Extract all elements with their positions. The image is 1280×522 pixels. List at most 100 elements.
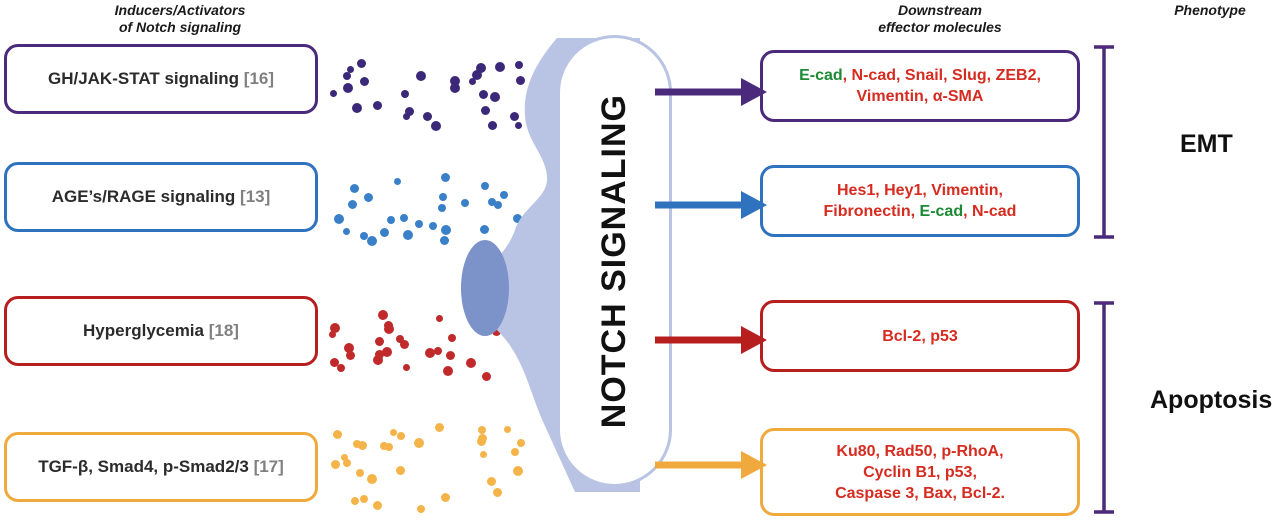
bracket-emt — [1094, 45, 1114, 239]
ligand-dot — [488, 120, 498, 130]
ligand-dot — [500, 191, 509, 200]
ligand-dot — [440, 493, 450, 503]
ligand-dot — [503, 425, 511, 433]
ligand-dot — [373, 101, 383, 111]
bracket-apoptosis — [1094, 301, 1114, 514]
effector-token: Vimentin, α-SMA — [856, 88, 984, 105]
effector-token: Fibronectin, — [823, 203, 920, 220]
ligand-dot — [442, 365, 453, 376]
arrow-age-rage — [655, 191, 767, 219]
ligand-dot — [381, 347, 392, 358]
ligand-dot — [450, 83, 461, 94]
effector-box-apoptosis-1[interactable]: Bcl-2, p53 — [760, 300, 1080, 372]
ligand-dot — [402, 364, 410, 372]
ligand-dot — [476, 62, 487, 73]
reference-17: [17] — [253, 457, 284, 476]
inducer-box-gh-jak-stat[interactable]: GH/JAK-STAT signaling [16] — [4, 44, 318, 114]
inducer-box-age-rage[interactable]: AGE’s/RAGE signaling [13] — [4, 162, 318, 232]
ligand-dot — [446, 350, 456, 360]
ligand-dot — [477, 436, 487, 446]
ligand-dot — [341, 453, 349, 461]
ligand-dot — [492, 326, 502, 336]
effector-token: E-cad — [799, 67, 843, 84]
effector-token: , — [842, 67, 852, 84]
ligand-dot — [384, 442, 393, 451]
reference-13: [13] — [240, 187, 271, 206]
ligand-dot — [402, 113, 410, 121]
ligand-dot — [373, 501, 383, 511]
ligand-dot — [342, 72, 351, 81]
effector-box-emt-1[interactable]: E-cad, N-cad, Snail, Slug, ZEB2, Vimentin… — [760, 50, 1080, 122]
ligand-dots-orange — [330, 420, 535, 515]
ligand-dot — [460, 199, 469, 208]
ligand-dot — [346, 351, 356, 361]
effector-token: , N-cad — [963, 203, 1017, 220]
effector-token: N-cad, Snail, Slug, ZEB2, — [851, 67, 1041, 84]
ligand-dot — [379, 442, 388, 451]
ligand-dot — [416, 71, 427, 82]
effector-token: Hes1, Hey1, Vimentin, — [836, 182, 1003, 199]
column-heading-inducers: Inducers/Activators of Notch signaling — [114, 2, 246, 35]
ligand-dot — [435, 423, 445, 433]
ligand-dot — [417, 504, 426, 513]
ligand-dot — [373, 355, 384, 366]
effector-label-apoptosis-2: Ku80, Rad50, p-RhoA,Cyclin B1, p53,Caspa… — [827, 441, 1013, 504]
ligand-dot — [405, 106, 415, 116]
ligand-dot — [481, 371, 491, 381]
column-heading-downstream: Downstream effector molecules — [878, 2, 1002, 35]
ligand-dot — [465, 357, 476, 368]
ligand-dot — [493, 200, 502, 209]
ligand-dot — [367, 474, 378, 485]
ligand-dot — [329, 331, 337, 339]
inducer-box-tgf-beta[interactable]: TGF-β, Smad4, p-Smad2/3 [17] — [4, 432, 318, 502]
ligand-dot — [329, 89, 337, 97]
ligand-dot — [329, 323, 340, 334]
inducer-label-gh-jak-stat: GH/JAK-STAT signaling [16] — [47, 69, 275, 88]
ligand-dot — [450, 75, 461, 86]
ligand-dot — [364, 192, 374, 202]
ligand-dot — [481, 105, 491, 115]
ligand-dot — [433, 347, 442, 356]
ligand-dot — [487, 197, 496, 206]
ligand-dot — [435, 314, 443, 322]
ligand-dot — [360, 232, 369, 241]
column-heading-phenotype: Phenotype — [1174, 2, 1246, 18]
ligand-dot — [360, 494, 368, 503]
ligand-dot — [358, 440, 368, 450]
ligand-dot — [395, 465, 405, 475]
effector-token: E-cad — [919, 203, 964, 220]
ligand-dot — [510, 111, 520, 121]
ligand-dot — [480, 181, 489, 190]
ligand-dot — [495, 62, 506, 73]
inducer-box-hyperglycemia[interactable]: Hyperglycemia [18] — [4, 296, 318, 366]
ligand-dot — [478, 426, 487, 435]
ligand-dot — [480, 224, 490, 234]
ligand-dot — [380, 228, 390, 238]
inducer-label-age-rage: AGE’s/RAGE signaling [13] — [51, 187, 271, 206]
ligand-dot — [489, 91, 500, 102]
inducer-label-tgf-beta: TGF-β, Smad4, p-Smad2/3 [17] — [38, 457, 284, 476]
ligand-dot — [441, 172, 451, 182]
ligand-dot — [342, 82, 353, 93]
ligand-dot — [329, 357, 339, 367]
inducer-label-hyperglycemia: Hyperglycemia [18] — [83, 321, 239, 340]
ligand-dot — [430, 120, 441, 131]
ligand-dot — [492, 487, 502, 497]
ligand-dot — [332, 430, 342, 440]
ligand-dot — [394, 177, 402, 185]
effector-box-apoptosis-2[interactable]: Ku80, Rad50, p-RhoA,Cyclin B1, p53,Caspa… — [760, 428, 1080, 516]
effector-box-emt-2[interactable]: Hes1, Hey1, Vimentin, Fibronectin, E-cad,… — [760, 165, 1080, 237]
ligand-dot — [510, 447, 519, 456]
ligand-dot — [397, 431, 406, 440]
effector-token: Bcl-2, p53 — [882, 327, 958, 345]
ligand-dot — [512, 213, 522, 223]
ligand-dot — [346, 65, 354, 73]
ligand-dot — [448, 334, 457, 343]
effector-label-apoptosis-1: Bcl-2, p53 — [874, 326, 966, 347]
ligand-dot — [344, 342, 355, 353]
ligand-dot — [375, 336, 385, 346]
ligand-dot — [439, 192, 448, 201]
ligand-dot — [440, 224, 451, 235]
ligand-dot — [367, 235, 378, 246]
